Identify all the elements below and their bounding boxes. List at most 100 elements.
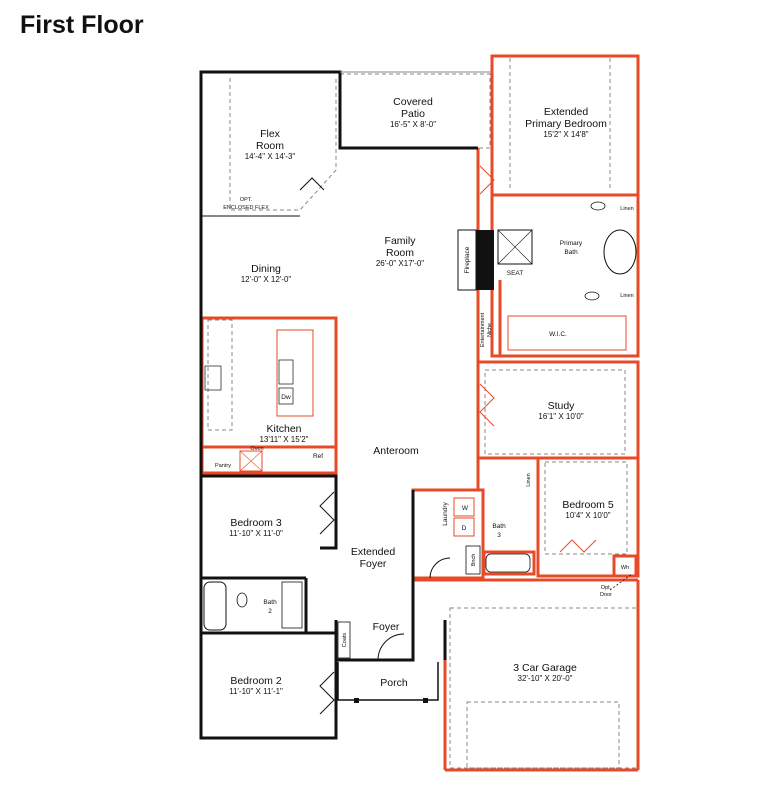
dryer-box [453,517,475,537]
primary-sink-1 [590,201,606,211]
porch-post-right [423,698,428,703]
seat-label: SEAT [507,270,524,277]
bedroom5-outline [544,461,628,555]
anteroom-label: Anteroom [373,445,419,457]
bath2-vanity [281,581,303,629]
flex-door [299,177,325,191]
foyer-door [377,633,405,661]
west-north-wall [199,70,478,738]
dashed-outlines [207,58,639,769]
bedroom5-dim: 10'4" X 10'0" [565,511,610,520]
fireplace-label: Fireplace [464,246,471,273]
bench-box [465,545,481,575]
ref-label: Ref [313,453,323,460]
laundry-door [429,557,451,579]
linen-label-3: Linen [526,473,532,486]
bath3-name2: 3 [497,532,501,539]
flex-note1: OPT. [240,197,253,203]
opt-door-line [609,573,633,591]
primary-door [479,165,495,195]
bedroom2-closet-door [319,671,335,715]
foyer-label: Foyer [373,621,400,633]
bath2-name2: 2 [268,608,272,615]
flex-dim: 14'-4" X 14'-3" [245,152,296,161]
patio-name1: Covered [393,96,433,108]
bedroom3-dim: 11'-10" X 11'-0" [229,529,283,538]
opt-door-line2: Door [600,592,612,598]
primary-name1: Extended [544,106,589,118]
family-dim: 26'-0" X17'-0" [376,259,424,268]
garage-name: 3 Car Garage [513,662,577,674]
opt-door-line1: Opt. [601,585,612,591]
oven-label: Oven [250,446,263,452]
linen-label-2: Linen [620,293,633,299]
bedroom3-closet-door [319,491,335,535]
oven-x2 [239,450,263,472]
opt-flex-outline [229,78,337,211]
range [204,365,222,391]
study-outline [484,369,626,455]
fireplace-hearth [476,230,494,290]
wh-box [612,554,638,578]
bath2-toilet [236,592,248,608]
bedroom5-door [559,539,597,553]
oven-box [239,450,263,472]
garage-outline [449,607,639,769]
island-sink [278,359,294,385]
dryer-label: D [462,525,467,532]
bath3-tub [485,553,531,573]
primary-name2: Primary Bedroom [525,118,607,130]
coats-box [337,621,351,659]
door-swings [429,165,597,579]
patio-dim: 16'-5" X 8'-0" [390,120,436,129]
flex-name1: Flex [260,128,281,140]
highlight-walls [200,54,640,772]
primary-suite-walls [490,54,640,358]
study-door [479,383,495,427]
bedroom3-name: Bedroom 3 [230,517,282,529]
family-name1: Family [385,235,417,247]
dining-dim: 12'-0" X 12'-0" [241,275,292,284]
room-labels: Flex Room 14'-4" X 14'-3" OPT. ENCLOSED … [215,96,634,696]
shower-box [497,229,533,265]
dishwasher [278,387,294,405]
ext-foyer-name1: Extended [351,546,396,558]
porch-label: Porch [380,677,408,689]
closet-doors [299,177,405,715]
bedroom5-walls [536,456,640,578]
bedroom3-walls [201,474,338,550]
bedroom2-dim: 11'-10" X 11'-1" [229,687,283,696]
page-title: First Floor [20,11,144,39]
porch-walls [336,580,415,662]
pantry-label: Pantry [215,463,231,469]
family-name2: Room [386,247,414,259]
porch-outline [337,662,439,701]
exterior-walls [199,70,492,740]
bedroom2-name: Bedroom 2 [230,675,282,687]
bedroom5-name: Bedroom 5 [562,499,614,511]
washer-label: W [462,505,469,512]
wic-rod [507,315,627,351]
bath3-tub-wall [482,550,536,576]
primary-bath-name1: Primary [560,240,583,247]
primary-dim: 15'2" X 14'8" [543,130,588,139]
bedroom2-walls [199,633,338,740]
patio-name2: Patio [401,108,425,120]
linen-label-1: Linen [620,206,633,212]
shower-x2 [497,229,533,265]
washer-box [453,497,475,517]
porch-post-left [354,698,359,703]
primary-tub [603,229,637,275]
wic-label: W.I.C. [549,331,567,338]
kitchen-island [276,329,314,417]
flex-name2: Room [256,140,284,152]
kitchen-walls [200,316,338,475]
wh-label: Wh [621,565,629,571]
garage-dim: 32'-10" X 20'-0" [518,674,573,683]
bath2-tub [203,581,227,631]
study-dim: 16'1" X 10'0" [538,412,583,421]
study-name: Study [548,400,576,412]
coats-label: Coats [342,633,348,648]
primary-bath-name2: Bath [564,249,578,256]
